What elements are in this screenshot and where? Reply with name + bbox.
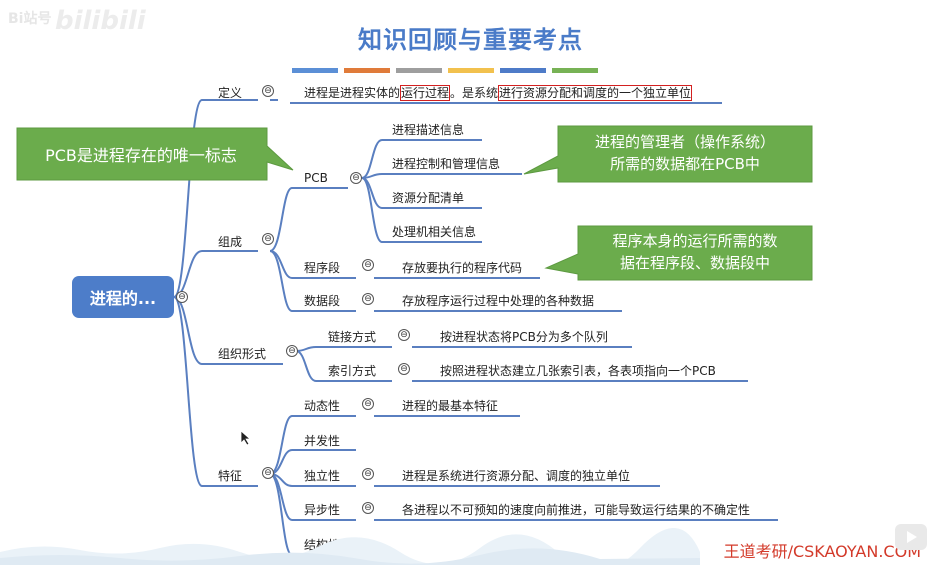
definition-highlight-1: 运行过程 [400, 85, 451, 101]
callout-manager: 进程的管理者（操作系统） 所需的数据都在PCB中 [522, 124, 814, 184]
footer-brand: 王道考研/CSKAOYAN.COM [723, 542, 921, 561]
collapse-toggle[interactable]: ⊖ [362, 293, 374, 305]
branch-organization[interactable]: 组织形式 [218, 347, 267, 361]
pcb-item: 进程描述信息 [392, 123, 465, 137]
branch-composition[interactable]: 组成 [218, 235, 243, 249]
collapse-toggle[interactable]: ⊖ [362, 259, 374, 271]
branch-features[interactable]: 特征 [218, 469, 243, 483]
root-node[interactable]: 进程的... [72, 276, 174, 318]
pcb-item: 处理机相关信息 [392, 225, 477, 239]
node-program-segment[interactable]: 程序段 [304, 261, 341, 275]
callout-shape [523, 125, 813, 183]
callout-pcb-unique-text: PCB是进程存在的唯一标志 [45, 146, 237, 165]
collapse-toggle[interactable]: ⊖ [398, 363, 410, 375]
feature-independent-text: 进程是系统进行资源分配、调度的独立单位 [402, 469, 631, 483]
collapse-toggle[interactable]: ⊖ [398, 329, 410, 341]
feature-concurrent[interactable]: 并发性 [304, 434, 341, 448]
feature-dynamic-text: 进程的最基本特征 [402, 399, 499, 413]
callout-shape [16, 127, 294, 181]
feature-dynamic[interactable]: 动态性 [304, 399, 341, 413]
callout-pcb-unique: PCB是进程存在的唯一标志 [15, 126, 294, 182]
collapse-toggle[interactable]: ⊖ [362, 502, 374, 514]
program-segment-text: 存放要执行的程序代码 [402, 261, 523, 275]
watermark-text: Bi站号 [8, 11, 52, 27]
collapse-toggle[interactable]: ⊖ [350, 172, 362, 184]
color-strip-segment [500, 68, 546, 73]
collapse-toggle[interactable]: ⊖ [262, 233, 274, 245]
play-icon[interactable] [893, 520, 929, 554]
node-pcb[interactable]: PCB [304, 171, 328, 185]
link-method-text: 按进程状态将PCB分为多个队列 [440, 330, 608, 344]
root-label: 进程的... [89, 289, 157, 308]
callout-manager-text: 进程的管理者（操作系统） 所需的数据都在PCB中 [558, 131, 812, 175]
color-strip-segment [292, 68, 338, 73]
collapse-toggle[interactable]: ⊖ [362, 468, 374, 480]
decorative-mountains [0, 528, 700, 565]
node-index-method[interactable]: 索引方式 [328, 364, 377, 378]
definition-highlight-2: 进行资源分配和调度的一个独立单位 [498, 85, 693, 101]
callout-program: 程序本身的运行所需的数 据在程序段、数据段中 [544, 224, 814, 282]
color-strip-segment [396, 68, 442, 73]
callout-program-text: 程序本身的运行所需的数 据在程序段、数据段中 [578, 230, 812, 274]
collapse-toggle[interactable]: ⊖ [362, 398, 374, 410]
index-method-text: 按照进程状态建立几张索引表，各表项指向一个PCB [440, 364, 716, 378]
mouse-cursor-icon [240, 430, 252, 446]
feature-independent[interactable]: 独立性 [304, 469, 341, 483]
pcb-item: 资源分配清单 [392, 191, 465, 205]
color-strip-segment [552, 68, 598, 73]
feature-async-text: 各进程以不可预知的速度向前推进，可能导致运行结果的不确定性 [402, 503, 751, 517]
callout-program-line-2: 据在程序段、数据段中 [619, 254, 770, 272]
callout-manager-line-2: 所需的数据都在PCB中 [610, 155, 760, 173]
definition-text-mid: 。是系统 [450, 86, 499, 100]
collapse-toggle[interactable]: ⊖ [176, 291, 188, 303]
collapse-toggle[interactable]: ⊖ [286, 345, 298, 357]
node-link-method[interactable]: 链接方式 [328, 330, 377, 344]
collapse-toggle[interactable]: ⊖ [262, 85, 274, 97]
definition-text: 进程是进程实体的运行过程。是系统进行资源分配和调度的一个独立单位 [304, 84, 693, 101]
feature-async[interactable]: 异步性 [304, 503, 341, 517]
callout-shape [544, 225, 813, 281]
pcb-item: 进程控制和管理信息 [392, 157, 501, 171]
color-strip-segment [448, 68, 494, 73]
bilibili-watermark: bilibili [55, 6, 146, 36]
data-segment-text: 存放程序运行过程中处理的各种数据 [402, 294, 595, 308]
callout-manager-line-1: 进程的管理者（操作系统） [594, 133, 775, 151]
page-title: 知识回顾与重要考点 [358, 26, 583, 54]
callout-program-line-1: 程序本身的运行所需的数 [612, 232, 778, 250]
branch-definition[interactable]: 定义 [218, 86, 243, 100]
node-data-segment[interactable]: 数据段 [304, 294, 341, 308]
color-strip-segment [344, 68, 390, 73]
definition-text-pre: 进程是进程实体的 [304, 86, 401, 100]
collapse-toggle[interactable]: ⊖ [262, 467, 274, 479]
